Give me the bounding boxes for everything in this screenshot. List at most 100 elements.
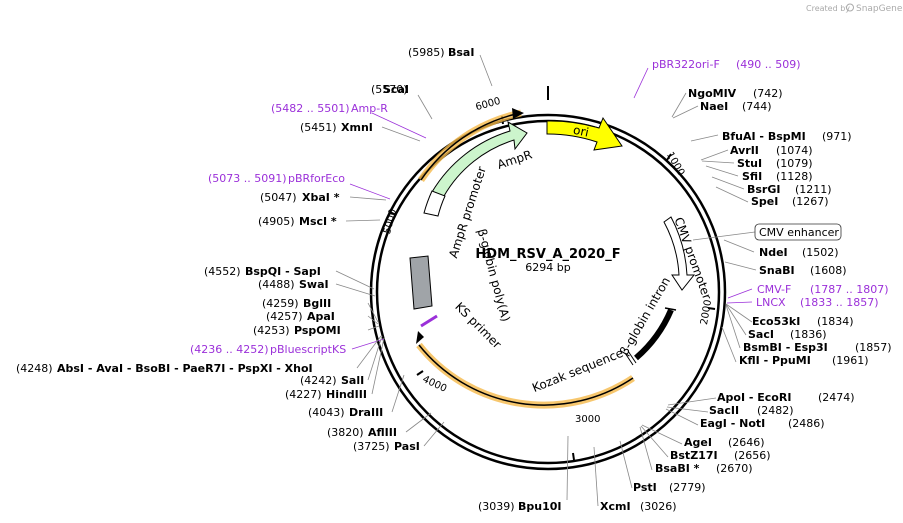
site-name: ApaI: [307, 310, 335, 323]
backbone-outer-ring: [369, 113, 727, 471]
insert-orf-line: [418, 344, 634, 406]
site-pos: (4488): [258, 278, 295, 291]
site-name: NaeI: [700, 100, 728, 113]
bglobin-polya-label: β-globin poly(A): [475, 227, 513, 323]
site-pos: (2779): [669, 481, 706, 494]
site-pos: (4242): [300, 374, 337, 387]
site-pos: (1074): [776, 144, 813, 157]
site-name: PasI: [394, 440, 420, 453]
site-name: NdeI: [759, 246, 788, 259]
ampr-label: AmpR: [495, 147, 533, 171]
site-pos: (5985): [408, 46, 445, 59]
site-pos: (3820): [327, 426, 364, 439]
ori-feature[interactable]: [546, 116, 623, 151]
site-pos: (2486): [788, 417, 825, 430]
left-leader-lines: [335, 54, 569, 501]
credit-brand: SnapGene: [856, 4, 903, 14]
site-name: BfuAI - BspMI: [722, 130, 806, 143]
site-name: BsrGI: [747, 183, 780, 196]
primer-pos: (5073 .. 5091): [208, 172, 287, 185]
site-pos: (4905): [258, 215, 295, 228]
kozak-mark-1: [624, 352, 634, 366]
site-pos: (2646): [728, 436, 765, 449]
site-name: Eco53kI: [752, 315, 800, 328]
site-name: BstZ17I: [670, 449, 718, 462]
site-pos: (1608): [810, 264, 847, 277]
ampr-orf-arrowhead: [512, 108, 524, 119]
site-pos: (4227): [285, 388, 322, 401]
ampr-promoter-feature[interactable]: [423, 190, 446, 217]
cmv-promoter-feature[interactable]: [663, 216, 696, 291]
site-name: BglII: [303, 297, 331, 310]
site-pos: (1211): [795, 183, 832, 196]
site-name: Bpu10I: [518, 500, 562, 513]
tick-label-4000: 4000: [421, 374, 449, 395]
site-pos: (3039): [478, 500, 515, 513]
site-pos: (3725): [353, 440, 390, 453]
cmv-enhancer-label: CMV enhancer: [759, 226, 839, 239]
site-name: AvrII: [730, 144, 759, 157]
site-pos: (5570): [371, 83, 408, 96]
site-name: SacII: [709, 404, 739, 417]
site-pos: (742): [753, 87, 783, 100]
site-name: SpeI: [751, 195, 778, 208]
site-pos: (1267): [792, 195, 829, 208]
site-name: SnaBI: [759, 264, 795, 277]
site-pos: (5451): [300, 121, 337, 134]
tick-label-3000: 3000: [575, 414, 600, 425]
site-pos: (744): [742, 100, 772, 113]
primer-pos: (5482 .. 5501): [271, 102, 350, 115]
site-name: XbaI *: [302, 191, 340, 204]
primer-name: Amp-R: [351, 102, 388, 115]
primer-pos: (1787 .. 1807): [810, 283, 889, 296]
snapgene-logo-icon: [846, 3, 854, 12]
site-name: BsaI: [448, 46, 474, 59]
site-pos: (1857): [855, 341, 892, 354]
primer-name: pBR322ori-F: [652, 58, 720, 71]
bglobin-polya-feature[interactable]: [409, 255, 433, 310]
site-pos: (1834): [817, 315, 854, 328]
site-name: BsmBI - Esp3I: [743, 341, 828, 354]
site-name: KflI - PpuMI: [739, 354, 811, 367]
site-pos: (1128): [776, 170, 813, 183]
kozak-mark-2: [627, 350, 637, 364]
bglobin-intron-feature[interactable]: [634, 308, 674, 361]
site-name: XcmI: [600, 500, 631, 513]
site-name: SacI: [748, 328, 774, 341]
site-name: DraIII: [349, 406, 383, 419]
primer-pos: (1833 .. 1857): [800, 296, 879, 309]
plasmid-length: 6294 bp: [525, 261, 570, 274]
site-name: EagI - NotI: [700, 417, 765, 430]
site-pos: (3026): [640, 500, 677, 513]
site-name: ApoI - EcoRI: [717, 391, 791, 404]
primer-name: CMV-F: [757, 283, 791, 296]
site-pos: (4257): [266, 310, 303, 323]
site-name: PstI: [633, 481, 657, 494]
site-pos: (2670): [716, 462, 753, 475]
site-name: NgoMIV: [688, 87, 737, 100]
primer-name: pBRforEco: [288, 172, 345, 185]
site-pos: (4552): [204, 265, 241, 278]
site-name: MscI *: [299, 215, 337, 228]
primer-pos: (490 .. 509): [736, 58, 801, 71]
site-name: BsaBI *: [655, 462, 700, 475]
cmv-enhancer-box[interactable]: [754, 223, 842, 241]
site-name: XmnI: [341, 121, 373, 134]
site-pos: (5047): [260, 191, 297, 204]
site-name: SwaI: [299, 278, 329, 291]
site-pos: (4253): [253, 324, 290, 337]
primer-name: pBluescriptKS: [270, 343, 346, 356]
site-pos: (4043): [308, 406, 345, 419]
site-name: AgeI: [684, 436, 712, 449]
ks-primer-feature[interactable]: [420, 314, 438, 328]
right-leader-lines: [593, 67, 757, 507]
site-pos: (1502): [802, 246, 839, 259]
ampr-feature[interactable]: [431, 120, 528, 197]
ori-label: ori: [572, 123, 590, 140]
primer-pos: (4236 .. 4252): [190, 343, 269, 356]
ampr-orf-glow: [418, 109, 522, 182]
cmv-enhancer-leader: [692, 231, 756, 241]
site-pos: (2474): [818, 391, 855, 404]
site-pos: (4259): [262, 297, 299, 310]
